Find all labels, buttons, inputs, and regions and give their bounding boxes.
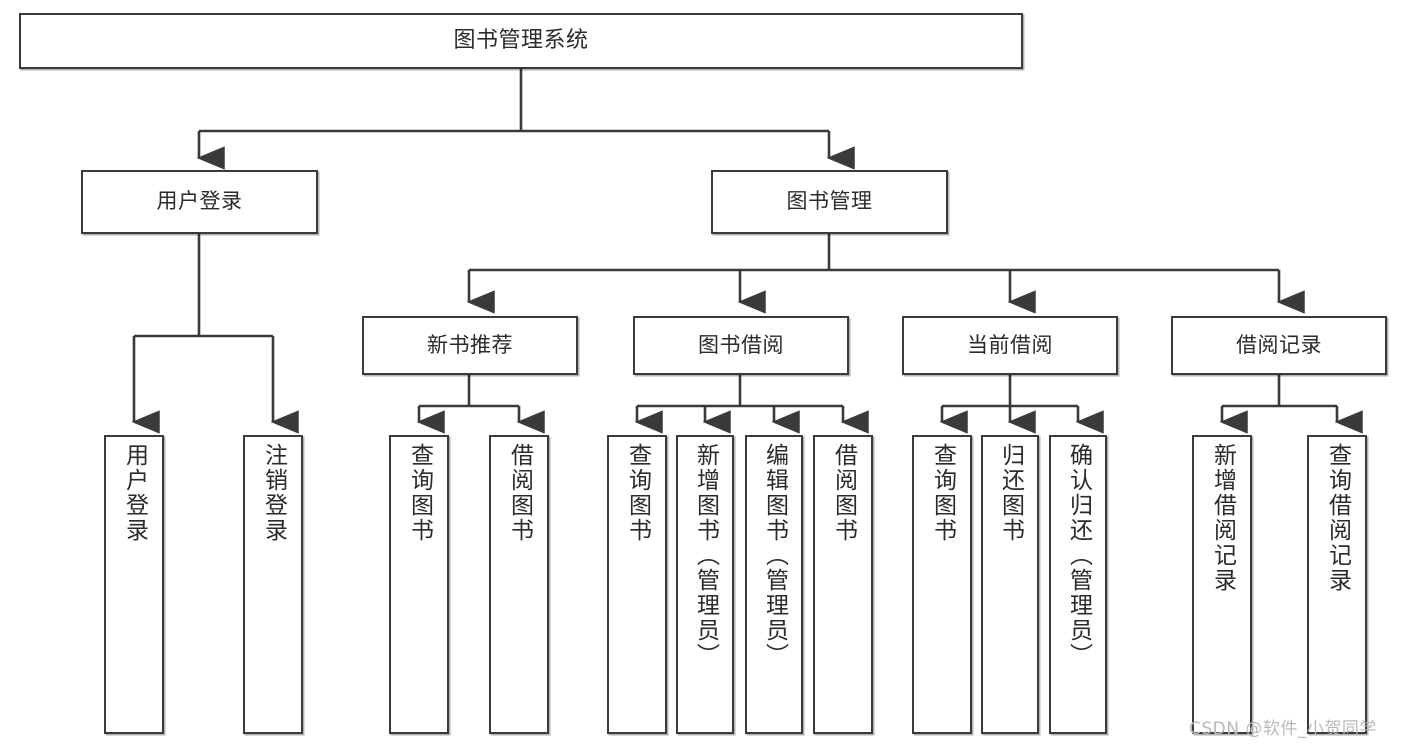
node-label: 查询图书 [406,443,433,543]
node-book-borrow[interactable]: 图书借阅 [633,316,849,375]
leaf-query-book-borrow[interactable]: 查询图书 [607,435,667,734]
node-label: 借阅图书 [506,443,533,543]
leaf-edit-book-admin[interactable]: 编辑图书（管理员） [745,435,803,734]
leaf-return-book[interactable]: 归还图书 [981,435,1039,734]
node-label: 新书推荐 [427,332,513,357]
node-label: 图书借阅 [698,332,784,357]
node-user-login[interactable]: 用户登录 [81,170,318,234]
node-label: 编辑图书（管理员） [761,443,788,668]
leaf-borrow-book[interactable]: 借阅图书 [813,435,873,734]
node-label: 查询借阅记录 [1324,443,1351,593]
node-current-borrow[interactable]: 当前借阅 [902,316,1118,375]
node-label: 归还图书 [997,443,1024,543]
node-label: 当前借阅 [967,332,1053,357]
leaf-confirm-return-admin[interactable]: 确认归还（管理员） [1049,435,1107,734]
node-label: 图书管理系统 [453,27,589,53]
node-label: 查询图书 [929,443,956,543]
leaf-add-book-admin[interactable]: 新增图书（管理员） [676,435,734,734]
leaf-user-login[interactable]: 用户登录 [104,435,164,734]
leaf-logout[interactable]: 注销登录 [243,435,303,734]
leaf-borrow-book-recommend[interactable]: 借阅图书 [489,435,549,734]
node-label: 注销登录 [260,443,287,543]
node-root-book-management-system[interactable]: 图书管理系统 [19,13,1023,69]
node-label: 借阅图书 [830,443,857,543]
node-label: 新增借阅记录 [1209,443,1236,593]
leaf-query-book-recommend[interactable]: 查询图书 [389,435,449,734]
node-label: 用户登录 [121,443,148,543]
node-label: 新增图书（管理员） [692,443,719,668]
node-borrow-record[interactable]: 借阅记录 [1171,316,1387,375]
node-label: 图书管理 [786,189,873,214]
leaf-query-book-current[interactable]: 查询图书 [912,435,972,734]
node-label: 查询图书 [624,443,651,543]
node-label: 确认归还（管理员） [1065,443,1092,668]
node-label: 借阅记录 [1236,332,1322,357]
leaf-add-borrow-record[interactable]: 新增借阅记录 [1192,435,1252,734]
node-label: 用户登录 [156,189,243,214]
leaf-query-borrow-record[interactable]: 查询借阅记录 [1307,435,1367,734]
node-book-management[interactable]: 图书管理 [711,170,948,234]
watermark-text: CSDN @软件_小贺同学 [1189,719,1377,739]
node-new-book-recommend[interactable]: 新书推荐 [362,316,578,375]
